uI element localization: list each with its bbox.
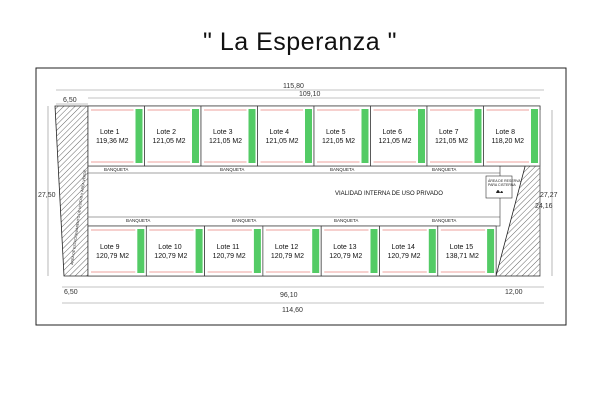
- lot-area: 121,05 M2: [322, 138, 355, 145]
- lot-outline: [145, 225, 205, 277]
- lot-outline: [426, 105, 484, 167]
- cistern-legend: [485, 175, 513, 199]
- dim-bottom-total: 114,60: [282, 307, 303, 314]
- green-area: [531, 109, 538, 163]
- dim-top-left: 6,50: [63, 97, 77, 104]
- lot-area: 121,05 M2: [153, 138, 186, 145]
- green-area: [253, 229, 261, 273]
- banqueta-label: BANQUETA: [104, 167, 128, 172]
- lot-name: Lote 8: [496, 129, 516, 136]
- dim-bottom-left: 6,50: [64, 289, 78, 296]
- lot-name: Lote 7: [439, 129, 459, 136]
- dim-top-inner: 109,10: [299, 91, 321, 98]
- lot-area: 119,36 M2: [96, 138, 129, 145]
- road-label: VIALIDAD INTERNA DE USO PRIVADO: [335, 191, 443, 197]
- top-lot-cell: Lote 7 121,05 M2: [426, 105, 484, 167]
- lot-area: 118,20 M2: [492, 138, 525, 145]
- dim-bottom-inner: 96,10: [280, 292, 298, 299]
- green-area: [192, 109, 199, 163]
- banqueta-label: BANQUETA: [334, 218, 358, 223]
- top-lot-cell: Lote 3 121,05 M2: [200, 105, 258, 167]
- lot-outline: [379, 225, 439, 277]
- lot-area: 121,05 M2: [209, 138, 242, 145]
- lot-area: 121,05 M2: [379, 138, 412, 145]
- banqueta-label: BANQUETA: [330, 167, 354, 172]
- lot-name: Lote 13: [333, 244, 356, 251]
- dim-left-height: 27,50: [38, 192, 56, 199]
- banqueta-label: BANQUETA: [432, 167, 456, 172]
- dim-right-inner: 24,16: [535, 203, 553, 210]
- lot-name: Lote 2: [157, 129, 177, 136]
- road-area: [87, 165, 501, 227]
- lot-area: 120,79 M2: [271, 253, 304, 260]
- bottom-lot-cell: Lote 14 120,79 M2: [379, 225, 439, 277]
- lot-area: 138,71 M2: [446, 253, 479, 260]
- lot-outline: [204, 225, 264, 277]
- lot-outline: [144, 105, 202, 167]
- cistern-icon: [496, 190, 503, 193]
- lot-outline: [370, 105, 428, 167]
- banqueta-label: BANQUETA: [432, 218, 456, 223]
- lot-name: Lote 4: [270, 129, 290, 136]
- top-lot-cell: Lote 5 121,05 M2: [313, 105, 371, 167]
- lot-area: 120,79 M2: [388, 253, 421, 260]
- bottom-lot-cell: Lote 10 120,79 M2: [145, 225, 205, 277]
- dim-bottom-right: 12,00: [505, 289, 523, 296]
- top-lot-cell: Lote 8 118,20 M2: [483, 105, 541, 167]
- green-area: [370, 229, 378, 273]
- green-area: [248, 109, 256, 163]
- top-lot-cell: Lote 6 121,05 M2: [370, 105, 428, 167]
- lot-outline: [262, 225, 322, 277]
- green-area: [195, 229, 203, 273]
- green-area: [135, 109, 143, 163]
- lot-area: 121,05 M2: [435, 138, 468, 145]
- lot-name: Lote 9: [100, 244, 120, 251]
- green-area: [428, 229, 436, 273]
- green-area: [305, 109, 312, 163]
- lot-name: Lote 6: [383, 129, 403, 136]
- top-lot-cell: Lote 4 121,05 M2: [257, 105, 315, 167]
- bottom-lot-cell: Lote 13 120,79 M2: [320, 225, 380, 277]
- green-area: [312, 229, 320, 273]
- plan-frame: [35, 67, 567, 326]
- green-area: [474, 109, 482, 163]
- lot-name: Lote 12: [275, 244, 298, 251]
- lot-name: Lote 5: [326, 129, 346, 136]
- dim-top-total: 115,80: [283, 83, 304, 90]
- lot-outline: [313, 105, 371, 167]
- page-title: " La Esperanza ": [203, 28, 397, 56]
- lot-outline: [437, 225, 497, 277]
- lot-outline: [200, 105, 258, 167]
- lot-area: 120,79 M2: [154, 253, 187, 260]
- green-area: [418, 109, 425, 163]
- lot-area: 121,05 M2: [266, 138, 299, 145]
- lot-area: 120,79 M2: [96, 253, 129, 260]
- top-lot-cell: Lote 2 121,05 M2: [144, 105, 202, 167]
- lot-name: Lote 3: [213, 129, 233, 136]
- bottom-lot-cell: Lote 9 120,79 M2: [87, 225, 147, 277]
- bottom-lot-cell: Lote 15 138,71 M2: [437, 225, 497, 277]
- lot-outline: [483, 105, 541, 167]
- lot-area: 120,79 M2: [329, 253, 362, 260]
- lot-name: Lote 15: [450, 244, 473, 251]
- banqueta-label: BANQUETA: [220, 167, 244, 172]
- green-area: [361, 109, 369, 163]
- lot-outline: [320, 225, 380, 277]
- lot-name: Lote 10: [158, 244, 181, 251]
- dim-right-height: 27,27: [540, 192, 558, 199]
- banqueta-label: BANQUETA: [126, 218, 150, 223]
- bottom-lot-cell: Lote 12 120,79 M2: [262, 225, 322, 277]
- top-lot-cell: Lote 1 119,36 M2: [87, 105, 145, 167]
- lot-name: Lote 1: [100, 129, 120, 136]
- lot-name: Lote 14: [392, 244, 415, 251]
- bottom-lot-cell: Lote 11 120,79 M2: [204, 225, 264, 277]
- lot-name: Lote 11: [217, 244, 240, 251]
- green-area: [487, 229, 495, 273]
- lot-area: 120,79 M2: [213, 253, 246, 260]
- green-area: [137, 229, 145, 273]
- banqueta-label: BANQUETA: [232, 218, 256, 223]
